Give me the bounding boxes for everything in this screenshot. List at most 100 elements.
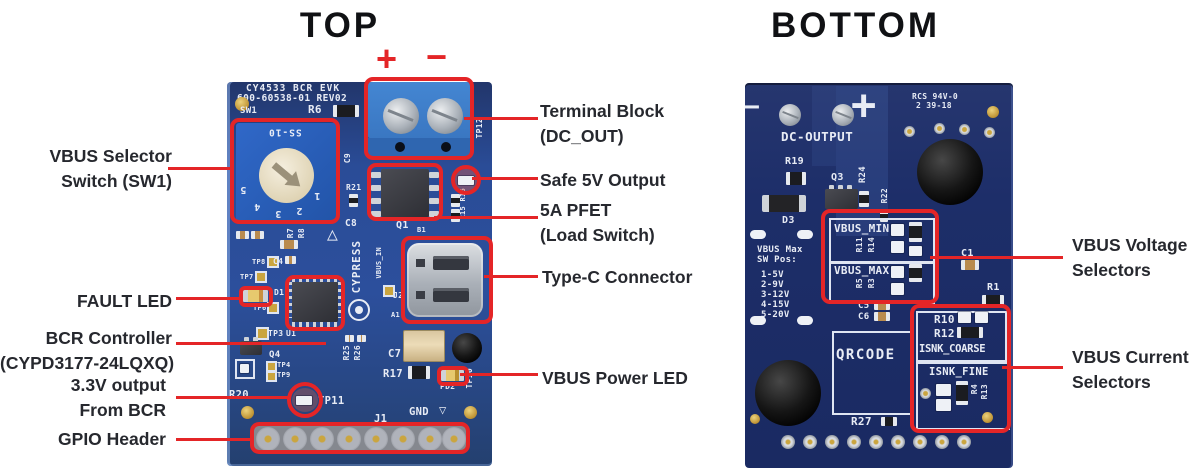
silk-u1: U1 — [286, 329, 297, 338]
label-line: 3.3V output — [70, 375, 166, 395]
label-pfet: 5A PFET (Load Switch) — [540, 198, 655, 248]
silk-plus-polarity: + — [851, 80, 877, 129]
gpio-pin — [418, 427, 442, 451]
selector-pad — [891, 283, 904, 295]
q3-lead — [847, 185, 852, 190]
resistor-r19 — [786, 172, 806, 185]
passive-component — [357, 335, 366, 342]
silk-r25: R25 — [342, 345, 351, 361]
gold-pad — [750, 414, 760, 424]
c7-capacitor — [403, 330, 445, 362]
label-line: Terminal Block — [540, 101, 665, 121]
silk-r22: R22 — [880, 188, 889, 204]
selector-pad — [909, 246, 922, 256]
label-line: BCR Controller — [45, 328, 172, 348]
label-line: VBUS Power LED — [542, 368, 688, 388]
solder-pad — [750, 316, 766, 325]
highlight-fault-led — [239, 286, 273, 307]
gnd-triangle-mark: ▽ — [439, 403, 447, 417]
highlight-type-c-connector — [401, 236, 493, 324]
highlight-bcr-controller — [285, 275, 345, 331]
header-through-pin — [847, 435, 861, 449]
silk-q4: Q4 — [269, 350, 281, 360]
label-vbus-voltage-selectors: VBUS Voltage Selectors — [1072, 233, 1187, 283]
via-pad — [934, 123, 945, 134]
label-type-c-connector: Type-C Connector — [542, 265, 692, 290]
rubber-foot — [452, 333, 482, 363]
type-c-connector — [407, 243, 483, 317]
via-pad — [920, 388, 931, 399]
silk-sw-pos-3: 3-12V — [761, 290, 790, 300]
q4-lead — [253, 337, 258, 342]
qfn-pins — [292, 277, 338, 282]
label-line: FAULT LED — [77, 291, 172, 311]
label-vbus-selector-switch: VBUS Selector Switch (SW1) — [20, 144, 172, 194]
silk-r6: R6 — [308, 103, 322, 116]
label-line: VBUS Voltage — [1072, 235, 1188, 255]
resistor-r21 — [349, 194, 358, 207]
silk-sw-pos-5: 5-20V — [761, 310, 790, 320]
gold-pad — [987, 106, 999, 118]
silk-c9: C9 — [343, 153, 352, 164]
solder-joint — [832, 104, 854, 126]
silk-tp3: TP3 — [268, 329, 284, 338]
type-c-detail — [416, 259, 425, 267]
silk-tp8: TP8 — [252, 258, 266, 266]
leader-pfet — [434, 216, 538, 219]
rubber-foot — [917, 139, 983, 205]
highlight-vbus-current-selectors — [910, 304, 1011, 433]
silk-r20: R20 — [229, 389, 249, 401]
rubber-foot — [755, 360, 821, 426]
silk-r26: R26 — [353, 345, 362, 361]
resistor-r27 — [881, 417, 897, 426]
label-fault-led: FAULT LED — [20, 289, 172, 314]
selector-pad — [891, 224, 904, 236]
silk-b1: B1 — [417, 226, 427, 234]
pfet-load-switch-chip — [381, 169, 429, 217]
d3-diode — [762, 195, 806, 212]
silk-r24: R24 — [858, 166, 868, 184]
label-line: GPIO Header — [58, 429, 166, 449]
solder-pad — [750, 230, 766, 239]
label-line: VBUS Current — [1072, 347, 1189, 367]
soic-lead — [429, 198, 439, 204]
label-line: Selectors — [1072, 260, 1151, 280]
silk-isnk-coarse: ISNK_COARSE — [919, 343, 986, 355]
q3-lead — [829, 185, 834, 190]
silk-tp11: TP11 — [318, 395, 345, 407]
silk-c6: C6 — [858, 312, 870, 322]
selector-pad — [891, 241, 904, 253]
selector-pad — [958, 312, 971, 323]
silk-r21: R21 — [346, 183, 362, 192]
silk-minus-polarity: − — [744, 92, 760, 122]
silk-c5: C5 — [858, 301, 870, 311]
vbus-min-silk-box — [829, 218, 935, 264]
qfn-pins — [338, 282, 343, 318]
leader-current-selectors — [1002, 366, 1063, 369]
silk-r7: R7 — [286, 228, 295, 239]
q3-transistor — [825, 189, 858, 209]
label-line: (Load Switch) — [540, 225, 655, 245]
highlight-vbus-power-led — [437, 366, 469, 386]
silk-vbus-max: VBUS_MAX — [834, 264, 890, 277]
label-vbus-current-selectors: VBUS Current Selectors — [1072, 345, 1189, 395]
silk-r12: R12 — [934, 327, 955, 340]
silk-vbus-in: VBUS_IN — [375, 247, 383, 279]
gpio-pin — [364, 427, 388, 451]
silk-board-name: CY4533 BCR EVK — [246, 83, 341, 94]
silk-sw1: SW1 — [240, 106, 258, 116]
selector-pad — [936, 399, 951, 411]
via-pad — [959, 124, 970, 135]
silk-vbus-max-header2: SW Pos: — [757, 255, 798, 265]
type-c-detail — [416, 291, 425, 299]
polarity-plus-mark: + — [376, 38, 398, 79]
header-through-pin — [781, 435, 795, 449]
leader-fault-led — [176, 297, 242, 300]
silk-c8: C8 — [345, 218, 358, 229]
resistor-r15 — [451, 209, 460, 222]
leader-3v3-output — [176, 396, 289, 399]
copper-trace-region — [812, 86, 836, 166]
terminal-screw-negative — [427, 98, 463, 134]
esd-triangle-mark: △ — [327, 224, 339, 245]
